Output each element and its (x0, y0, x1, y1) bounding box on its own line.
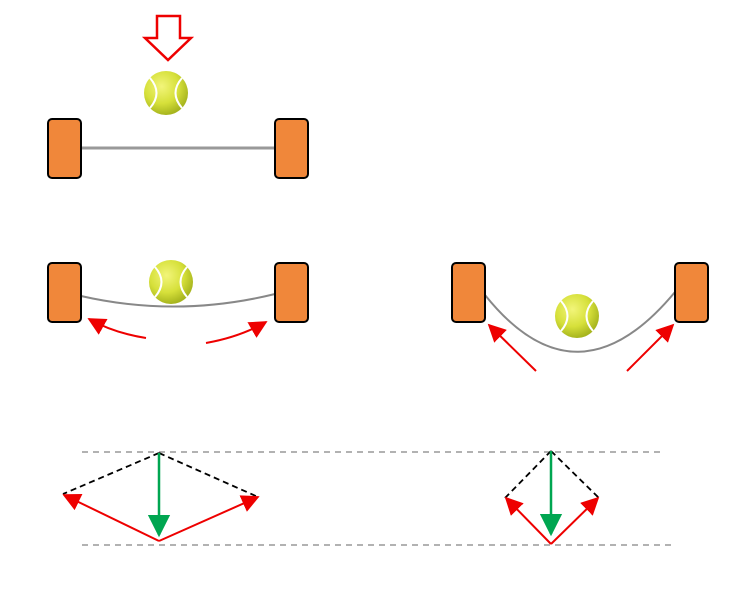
force-vector-right (550, 496, 600, 545)
tension-arrow-left (487, 323, 537, 372)
panel-deep-sag (451, 262, 709, 372)
vector-diagrams (62, 450, 676, 546)
panel-shallow-sag (47, 260, 309, 344)
sagging-string (484, 291, 676, 353)
tennis-ball-icon (149, 260, 193, 304)
down-arrow-icon (141, 14, 195, 62)
tension-arrow-right (205, 321, 268, 344)
sagging-string (80, 293, 276, 308)
force-vector-right (158, 495, 260, 542)
post-icon (674, 262, 709, 323)
parallelogram-side (504, 450, 552, 499)
post-icon (451, 262, 486, 323)
post-icon (47, 118, 82, 179)
panel-drop (47, 14, 309, 179)
parallelogram-side (158, 452, 259, 498)
tension-arrow-right (626, 323, 675, 372)
post-icon (274, 118, 309, 179)
parallelogram-side (550, 450, 600, 499)
vector-diagram-narrow (504, 450, 600, 545)
force-vector-left (62, 493, 160, 542)
tennis-ball-icon (555, 294, 599, 338)
parallelogram-side (62, 452, 160, 495)
tennis-ball-icon (144, 71, 188, 115)
vector-diagram-wide (62, 452, 260, 542)
force-vector-left (504, 496, 552, 545)
post-icon (274, 262, 309, 323)
tension-arrow-left (87, 318, 147, 339)
post-icon (47, 262, 82, 323)
